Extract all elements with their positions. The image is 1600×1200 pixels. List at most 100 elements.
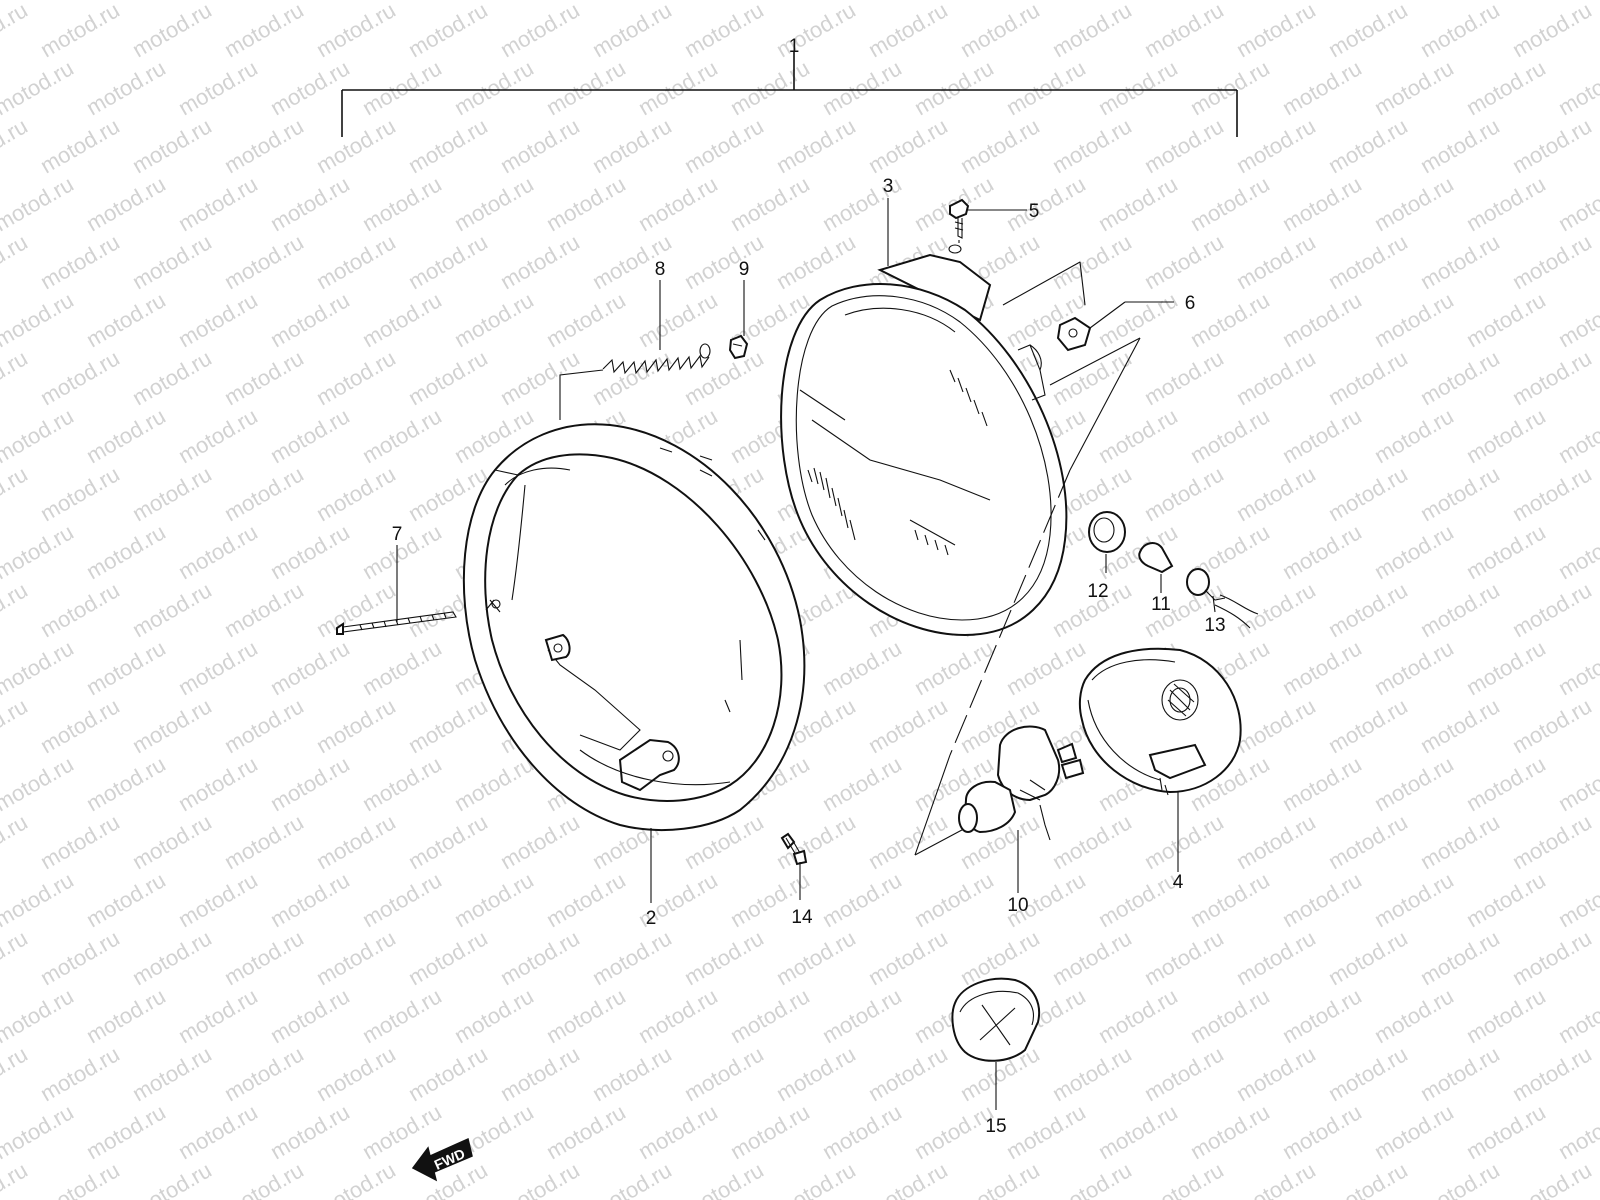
watermark-text: motod.ru — [496, 113, 584, 178]
watermark-text: motod.ru — [128, 1041, 216, 1106]
watermark-text: motod.ru — [772, 1157, 860, 1200]
watermark-text: motod.ru — [1370, 403, 1458, 468]
callout-13: 13 — [1204, 615, 1225, 636]
watermark-text: motod.ru — [220, 345, 308, 410]
watermark-text: motod.ru — [1140, 0, 1228, 62]
watermark-text: motod.ru — [1370, 0, 1458, 4]
label-leaders — [396, 198, 1216, 903]
watermark-text: motod.ru — [174, 751, 262, 816]
watermark-text: motod.ru — [404, 0, 492, 62]
long-screw-part — [336, 611, 457, 635]
watermark-text: motod.ru — [312, 1041, 400, 1106]
watermark-text: motod.ru — [680, 1157, 768, 1200]
watermark-text: motod.ru — [1094, 983, 1182, 1048]
watermark-text: motod.ru — [1370, 55, 1458, 120]
watermark-text: motod.ru — [1554, 751, 1600, 816]
watermark-text: motod.ru — [404, 113, 492, 178]
watermark-text: motod.ru — [1094, 1099, 1182, 1164]
watermark-text: motod.ru — [1508, 809, 1596, 874]
watermark-text: motod.ru — [36, 113, 124, 178]
watermark-text: motod.ru — [0, 809, 32, 874]
watermark-text: motod.ru — [1554, 171, 1600, 236]
watermark-text: motod.ru — [358, 635, 446, 700]
watermark-text: motod.ru — [1508, 1041, 1596, 1106]
watermark-text: motod.ru — [1554, 983, 1600, 1048]
callout-5: 5 — [1029, 201, 1040, 222]
watermark-text: motod.ru — [818, 0, 906, 4]
watermark-text: motod.ru — [496, 1041, 584, 1106]
watermark-text: motod.ru — [1508, 925, 1596, 990]
watermark-text: motod.ru — [404, 693, 492, 758]
watermark-text: motod.ru — [0, 635, 78, 700]
watermark-text: motod.ru — [266, 519, 354, 584]
watermark-text: motod.ru — [312, 693, 400, 758]
watermark-text: motod.ru — [1462, 867, 1550, 932]
watermark-text: motod.ru — [312, 345, 400, 410]
watermark-text: motod.ru — [1278, 983, 1366, 1048]
watermark-text: motod.ru — [1002, 635, 1090, 700]
watermark-text: motod.ru — [1048, 809, 1136, 874]
watermark-text: motod.ru — [266, 635, 354, 700]
callout-11: 11 — [1151, 594, 1171, 615]
watermark-text: motod.ru — [634, 0, 722, 4]
watermark-text: motod.ru — [36, 693, 124, 758]
watermark-text: motod.ru — [0, 171, 78, 236]
watermark-text: motod.ru — [0, 403, 78, 468]
nut-part — [728, 334, 749, 360]
watermark-text: motod.ru — [1186, 403, 1274, 468]
halogen-bulb-part — [958, 725, 1085, 893]
watermark-text: motod.ru — [634, 171, 722, 236]
watermark-text: motod.ru — [358, 983, 446, 1048]
watermark-text: motod.ru — [1508, 113, 1596, 178]
watermark-text: motod.ru — [220, 461, 308, 526]
watermark-text: motod.ru — [450, 983, 538, 1048]
watermark-text: motod.ru — [1416, 461, 1504, 526]
watermark-text: motod.ru — [1462, 171, 1550, 236]
watermark-text: motod.ru — [1508, 345, 1596, 410]
watermark-text: motod.ru — [0, 55, 78, 120]
watermark-text: motod.ru — [680, 925, 768, 990]
watermark-text: motod.ru — [496, 1157, 584, 1200]
watermark-text: motod.ru — [36, 345, 124, 410]
watermark-text: motod.ru — [450, 0, 538, 4]
watermark-text: motod.ru — [864, 1157, 952, 1200]
watermark-text: motod.ru — [726, 171, 814, 236]
watermark-text: motod.ru — [772, 0, 860, 62]
callout-labels: 1 2 3 4 5 6 7 8 9 10 11 12 13 14 15 — [392, 36, 1226, 1137]
watermark-text: motod.ru — [128, 809, 216, 874]
watermark-text: motod.ru — [174, 867, 262, 932]
watermark-text: motod.ru — [956, 1157, 1044, 1200]
watermark-text: motod.ru — [1094, 0, 1182, 4]
watermark-text: motod.ru — [496, 809, 584, 874]
watermark-text: motod.ru — [220, 229, 308, 294]
watermark-text: motod.ru — [1508, 1157, 1596, 1200]
watermark-text: motod.ru — [1094, 867, 1182, 932]
watermark-text: motod.ru — [82, 519, 170, 584]
watermark-text: motod.ru — [1554, 1099, 1600, 1164]
watermark-text: motod.ru — [910, 55, 998, 120]
watermark-text: motod.ru — [1186, 171, 1274, 236]
watermark-text: motod.ru — [1278, 1099, 1366, 1164]
watermark-text: motod.ru — [1140, 1157, 1228, 1200]
watermark-text: motod.ru — [542, 867, 630, 932]
watermark-text: motod.ru — [1232, 113, 1320, 178]
watermark-text: motod.ru — [0, 1041, 32, 1106]
watermark-text: motod.ru — [358, 751, 446, 816]
watermark-text: motod.ru — [1462, 55, 1550, 120]
watermark-text: motod.ru — [1462, 0, 1550, 4]
watermark-text: motod.ru — [726, 983, 814, 1048]
watermark-text: motod.ru — [1140, 345, 1228, 410]
watermark-text: motod.ru — [450, 867, 538, 932]
watermark-text: motod.ru — [1370, 635, 1458, 700]
watermark-text: motod.ru — [772, 229, 860, 294]
watermark-text: motod.ru — [1370, 287, 1458, 352]
watermark-text: motod.ru — [634, 1099, 722, 1164]
small-screw-part — [949, 198, 1027, 244]
watermark-text: motod.ru — [1554, 55, 1600, 120]
watermark-text: motod.ru — [634, 55, 722, 120]
watermark-text: motod.ru — [1324, 229, 1412, 294]
watermark-text: motod.ru — [496, 0, 584, 62]
watermark-text: motod.ru — [1048, 229, 1136, 294]
clip-nut-part — [1056, 301, 1174, 352]
